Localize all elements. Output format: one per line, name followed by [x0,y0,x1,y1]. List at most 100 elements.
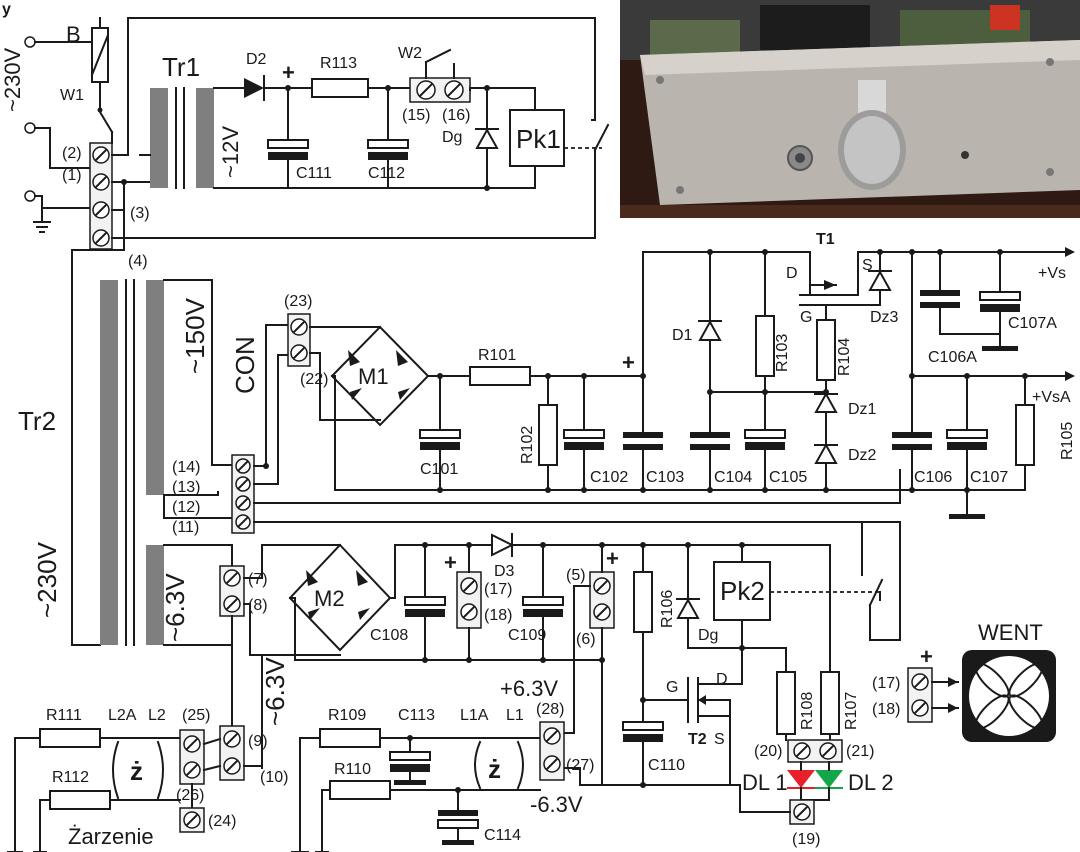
label-r104: R104 [836,338,853,376]
label-t24: (24) [208,813,236,830]
label-t18: (18) [484,607,512,624]
label-t8: (8) [248,597,268,614]
label-l2a: L2A [108,707,137,724]
label-t23: (23) [284,293,312,310]
label-c113: C113 [398,707,435,724]
label-r106: R106 [659,590,676,628]
label-t2-g: G [666,679,678,696]
label-r102: R102 [519,426,536,464]
label-r113: R113 [320,55,357,72]
label-t22: (22) [300,371,328,388]
label-230v-tr2: ~230V [32,541,62,618]
label-c108: C108 [370,627,408,644]
label-dz1: Dz1 [848,401,877,418]
label-c102: C102 [590,469,628,486]
label-t2-mosfet: T2 [688,731,707,748]
label-m1: M1 [358,364,389,389]
label-r103: R103 [774,334,791,372]
label-w2: W2 [398,45,422,62]
filament-filter-l1 [291,721,565,852]
label-t1-d: D [786,265,798,282]
label-fuse-b: B [66,22,81,47]
label-12v: ~12V [218,126,243,178]
label-d1: D1 [672,327,693,344]
transformer-tr2 [71,249,233,646]
label-dl2: DL 2 [848,770,894,795]
label-d2: D2 [246,51,267,68]
label-r108: R108 [799,692,816,730]
label-l1: L1 [506,707,524,724]
label-tr2: Tr2 [18,406,56,436]
label-r111: R111 [46,707,82,724]
heater-section [219,521,901,825]
label-c111: C111 [296,165,332,182]
label-t4: (4) [128,253,148,270]
label-t6: (6) [576,631,596,648]
label-d3: D3 [494,563,515,580]
label-c101: C101 [420,461,458,478]
label-c112: C112 [368,165,405,182]
label-tr1: Tr1 [162,52,200,82]
label-t17: (17) [484,581,512,598]
label-t18b: (18) [872,701,900,718]
device-photo [620,0,1080,218]
label-switch-w1: W1 [60,87,84,104]
label-c106a: C106A [928,349,977,366]
label-m2: M2 [314,586,345,611]
label-t19: (19) [792,831,820,848]
label-63v-winding: ~6.3V [160,573,190,642]
label-t11: (11) [172,519,199,536]
label-t9: (9) [248,733,268,750]
label-r107: R107 [843,692,860,730]
label-l2: L2 [148,707,166,724]
label-z-l1: ż [488,754,501,784]
label-t1-s: S [862,257,873,274]
label-plus-4: + [606,546,619,571]
label-plus-63v: +6.3V [500,676,558,701]
label-r109: R109 [328,707,366,724]
label-150v: ~150V [180,297,210,374]
label-t10: (10) [260,769,288,786]
label-pk2: Pk2 [720,576,765,606]
label-t16: (16) [442,107,470,124]
label-r110: R110 [334,761,371,778]
label-t2-d: D [716,671,728,688]
label-plus-2: + [622,350,635,375]
label-went: WENT [978,620,1043,645]
hv-supply [334,247,1075,519]
label-c107: C107 [970,469,1008,486]
label-c105: C105 [769,469,807,486]
label-t25: (25) [182,707,210,724]
label-c106: C106 [914,469,952,486]
label-t28: (28) [536,701,564,718]
label-t12: (12) [172,499,200,516]
mains-section [24,17,610,251]
label-dz3: Dz3 [870,309,899,326]
label-t20: (20) [754,743,782,760]
label-230v-mains: ~230V [0,47,25,112]
label-t15: (15) [402,107,430,124]
label-z-l2: ż [130,756,143,786]
label-minus-63v: -6.3V [530,792,583,817]
label-vs: +Vs [1038,265,1066,282]
label-pk1: Pk1 [516,124,561,154]
label-c104: C104 [714,469,752,486]
label-t26: (26) [176,787,204,804]
label-dg2: Dg [698,627,718,644]
label-c114: C114 [484,827,521,844]
label-t1: (1) [62,167,82,184]
label-t13: (13) [172,479,200,496]
label-c103: C103 [646,469,684,486]
label-c110: C110 [648,757,685,774]
label-r101: R101 [478,347,516,364]
label-zarzenie: Żarzenie [68,824,154,849]
label-vsa: +VsA [1032,389,1071,406]
label-r105: R105 [1059,422,1076,460]
bridge-m1 [287,313,471,491]
label-t27: (27) [566,757,594,774]
label-t3: (3) [130,205,150,222]
label-63v-heater: ~6.3V [260,657,290,726]
label-dz2: Dz2 [848,447,877,464]
